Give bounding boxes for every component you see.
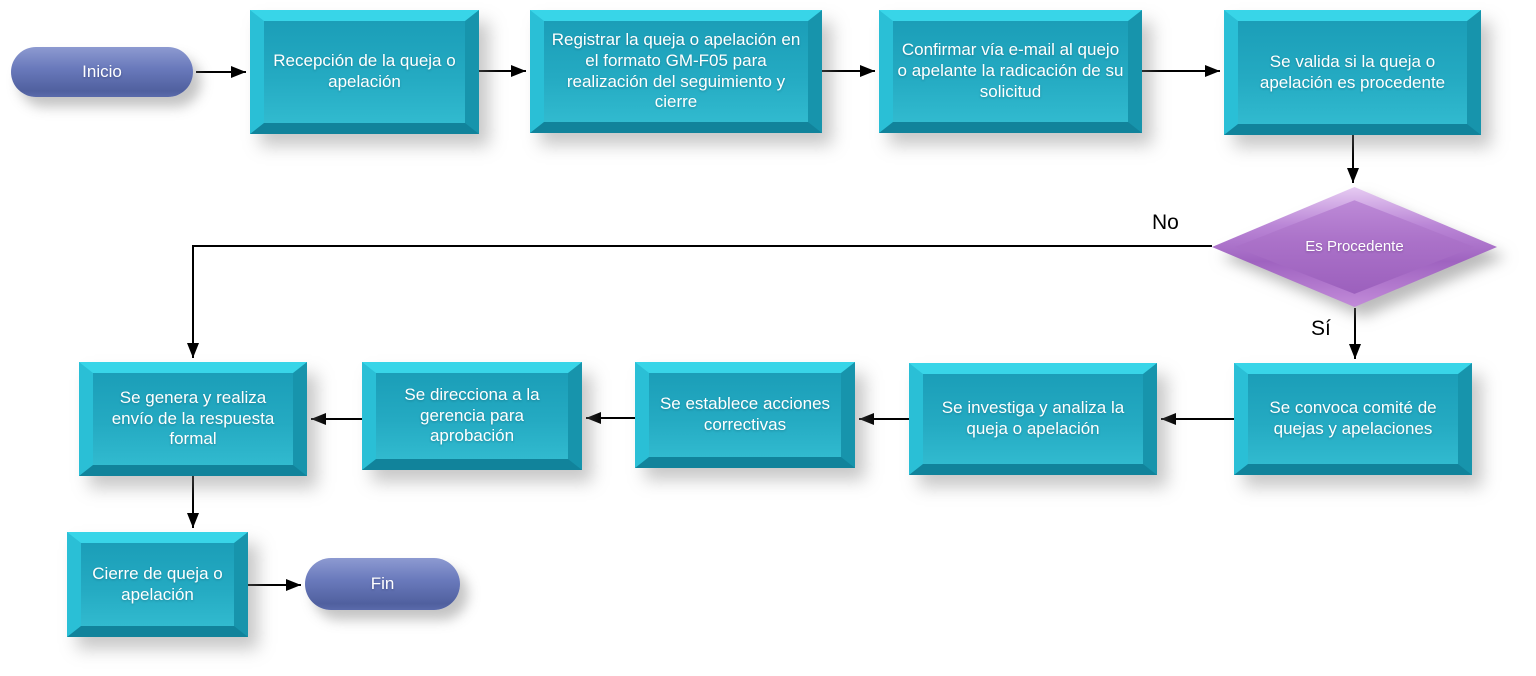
process-confirmar: Confirmar vía e-mail al quejo o apelante… [879,10,1142,133]
process-validar: Se valida si la queja o apelación es pro… [1224,10,1481,135]
process-direcciona: Se direcciona a la gerencia para aprobac… [362,362,582,470]
node-label: Se genera y realiza envío de la respuest… [111,387,275,449]
node-label: Inicio [82,62,122,81]
node-label: Es Procedente [1305,238,1404,256]
diamond-shape: Es Procedente [1212,187,1497,307]
node-label: Registrar la queja o apelación en el for… [551,30,801,112]
node-label: Cierre de queja o apelación [92,563,223,604]
process-convoca: Se convoca comité de quejas y apelacione… [1234,363,1472,475]
node-label: Confirmar vía e-mail al quejo o apelante… [897,40,1124,101]
process-genera: Se genera y realiza envío de la respuest… [79,362,307,476]
process-investiga: Se investiga y analiza la queja o apelac… [909,363,1157,475]
node-label: Se valida si la queja o apelación es pro… [1259,51,1446,92]
process-establece: Se establece acciones correctivas [635,362,855,468]
node-label: Se establece acciones correctivas [659,394,831,434]
node-label: Fin [370,574,395,593]
edge-label-no: No [1152,211,1179,234]
end-node-fin: Fin [305,558,460,610]
node-label: Se direcciona a la gerencia para aprobac… [404,384,540,446]
process-cierre: Cierre de queja o apelación [67,532,248,637]
decision-es-procedente: Es Procedente [1212,187,1497,307]
node-label: Recepción de la queja o apelación [273,51,456,91]
process-recepcion: Recepción de la queja o apelación [250,10,479,134]
process-registrar: Registrar la queja o apelación en el for… [530,10,822,133]
arrow-decision-no-to-genera [187,245,1212,358]
start-node-inicio: Inicio [11,47,193,97]
node-label: Se investiga y analiza la queja o apelac… [941,398,1125,438]
node-label: Se convoca comité de quejas y apelacione… [1269,398,1437,438]
edge-label-si: Sí [1311,317,1331,340]
